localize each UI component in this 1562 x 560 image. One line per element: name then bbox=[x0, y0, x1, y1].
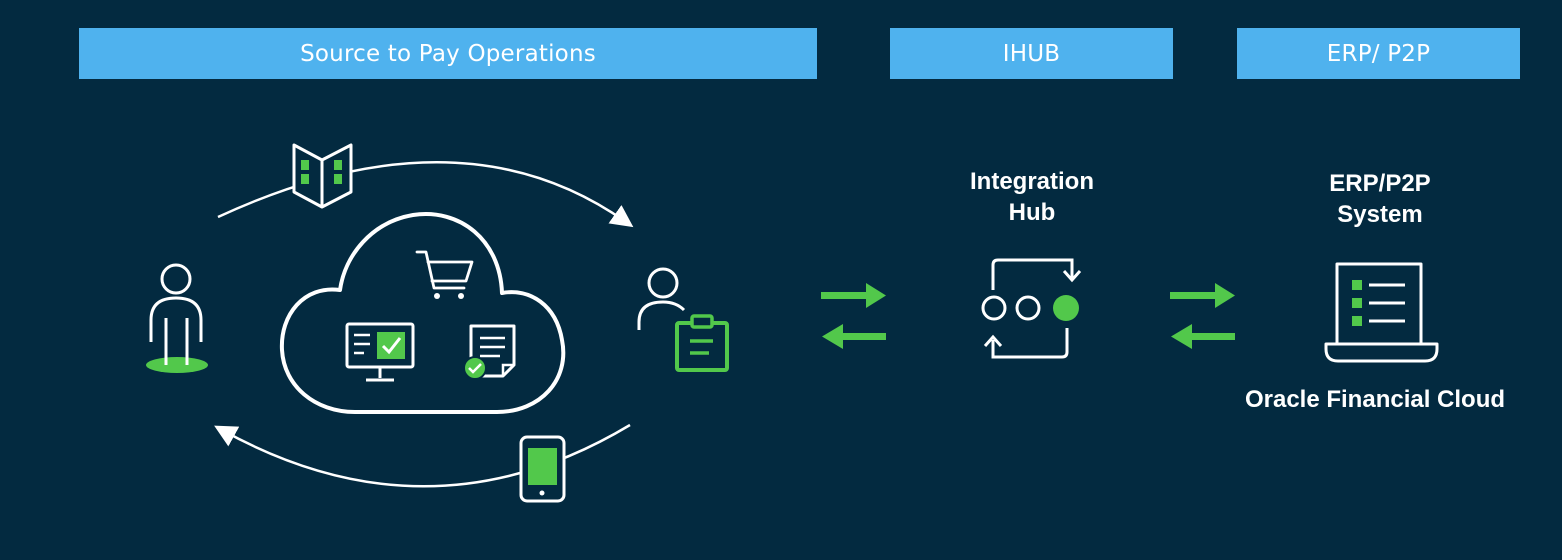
cloud-icon bbox=[279, 212, 566, 414]
integration-hub-label-line1: Integration bbox=[970, 168, 1094, 195]
header-ihub-label: IHUB bbox=[1002, 40, 1061, 67]
cycle-arcs bbox=[214, 161, 634, 488]
header-source-to-pay-label: Source to Pay Operations bbox=[300, 40, 596, 67]
header-erp-p2p-label: ERP/ P2P bbox=[1326, 40, 1431, 67]
user-clipboard-icon bbox=[637, 267, 729, 372]
cart-icon bbox=[415, 250, 474, 299]
mobile-icon bbox=[519, 435, 566, 503]
erp-system-label-line2: System bbox=[1337, 201, 1423, 228]
erp-system-label: ERP/P2P System bbox=[1280, 168, 1480, 230]
monitor-check-icon bbox=[345, 322, 415, 382]
exchange-arrows-icon bbox=[821, 283, 886, 349]
erp-system-label-line1: ERP/P2P bbox=[1329, 170, 1431, 197]
header-erp-p2p: ERP/ P2P bbox=[1237, 28, 1520, 79]
catalog-icon bbox=[292, 143, 353, 209]
integration-hub-icon bbox=[981, 258, 1082, 359]
document-check-icon bbox=[463, 324, 516, 380]
cycle-arc-bottom bbox=[214, 423, 631, 488]
oracle-financial-cloud-label: Oracle Financial Cloud bbox=[1244, 386, 1506, 413]
integration-hub-label: Integration Hub bbox=[930, 166, 1134, 228]
header-ihub: IHUB bbox=[890, 28, 1173, 79]
header-source-to-pay: Source to Pay Operations bbox=[79, 28, 817, 79]
erp-document-icon bbox=[1324, 262, 1439, 363]
integration-hub-label-line2: Hub bbox=[1008, 199, 1056, 226]
cycle-arc-top bbox=[217, 161, 634, 228]
user-icon bbox=[146, 263, 208, 373]
exchange-arrows-icon-2 bbox=[1170, 283, 1235, 349]
